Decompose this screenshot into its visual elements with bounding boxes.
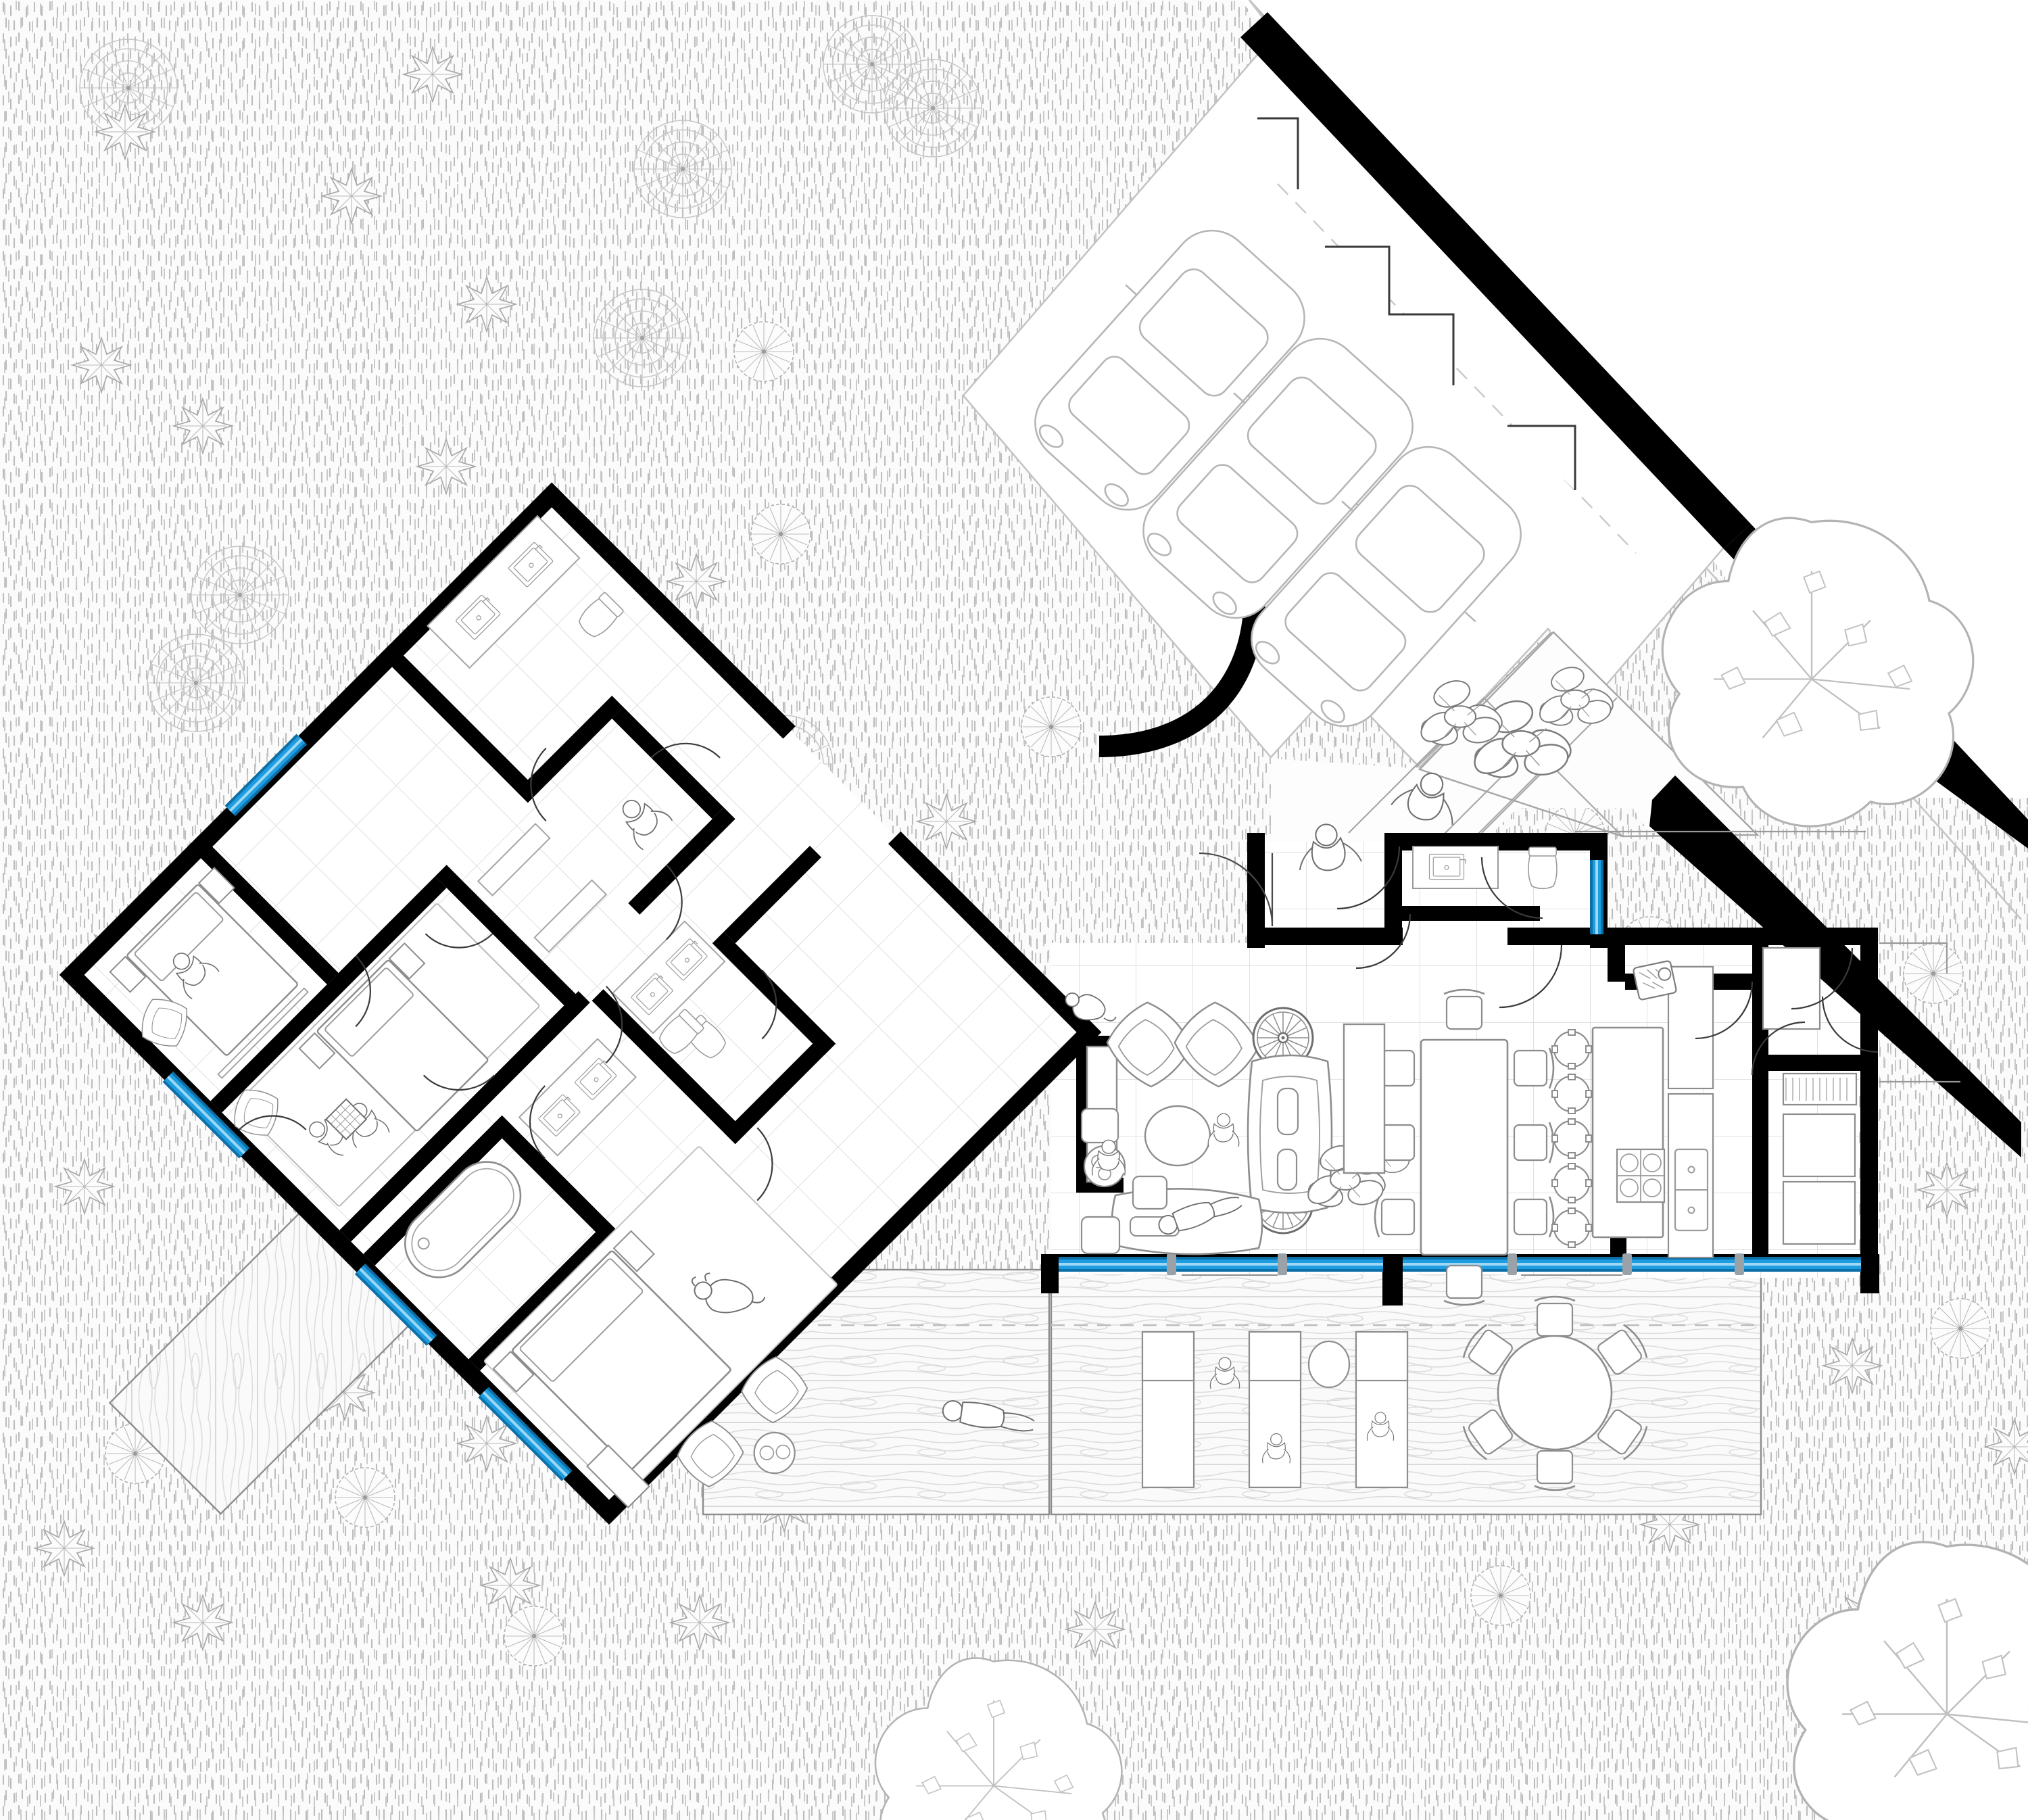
nightstand — [612, 1230, 655, 1272]
living-west-wall — [1247, 833, 1265, 860]
door-swing — [666, 864, 683, 940]
side-table-round — [1307, 1340, 1351, 1389]
dining-table — [1420, 1038, 1509, 1256]
south-glazing-wall[interactable] — [1059, 1253, 1861, 1275]
nightstand — [492, 1350, 535, 1393]
door-swing — [1480, 857, 1543, 919]
door-swing — [1821, 996, 1879, 1053]
laundry-fixtures — [1762, 947, 1858, 1245]
bath-3-fixtures — [612, 920, 731, 1063]
side-table-square — [1080, 1107, 1119, 1144]
side-table-square — [1132, 1175, 1168, 1210]
foyer-window[interactable] — [1590, 860, 1603, 934]
tree-large-southeast — [1786, 1541, 2028, 1820]
door-swing — [605, 986, 623, 1063]
curved-connector-wall — [1099, 460, 1265, 757]
glazing-mullion-posts — [1041, 1254, 1879, 1306]
sideboard — [1343, 1023, 1386, 1174]
door-swing — [529, 1085, 546, 1159]
gas-cooktop — [1616, 1148, 1666, 1203]
tree-large-east — [1661, 517, 1975, 828]
glazing-mullion — [1167, 1253, 1744, 1275]
side-table-square — [1080, 1216, 1121, 1255]
door-swing — [238, 1115, 307, 1130]
bedroom-wing-furniture — [109, 514, 838, 1509]
sun-lounger — [1355, 1331, 1409, 1489]
door-swing — [1499, 944, 1563, 1009]
door-swing — [1355, 913, 1411, 969]
powder-vanity — [1412, 846, 1499, 889]
powder-room-fixtures — [1412, 846, 1558, 890]
washing-machine — [1782, 1113, 1856, 1178]
bath-2-fixtures — [426, 514, 625, 669]
door-swing — [761, 969, 777, 1040]
closet-fittings — [477, 823, 608, 953]
outdoor-furniture — [940, 1295, 1651, 1491]
door-swing — [1199, 852, 1274, 927]
door-swing — [1695, 981, 1754, 1040]
door-swing — [1336, 846, 1401, 910]
bedroom-2-furniture — [109, 867, 309, 1079]
sun-lounger — [1141, 1331, 1195, 1489]
downpipe-marks — [1257, 117, 1576, 490]
door-swing — [530, 747, 547, 822]
door-swing — [425, 933, 493, 949]
dryer — [1782, 1180, 1856, 1245]
sofa-three-seat — [1247, 1054, 1333, 1214]
double-sink — [1674, 1148, 1709, 1232]
refrigerator — [1762, 947, 1821, 1030]
door-swing — [1751, 1021, 1806, 1076]
bathtub — [404, 1161, 522, 1278]
board-game — [324, 1098, 368, 1141]
door-swing — [756, 1127, 773, 1201]
door-swing — [1791, 947, 1854, 1010]
sun-lounger — [1248, 1331, 1302, 1489]
boundary-wall-southeast — [1649, 775, 2021, 1157]
wardrobe — [585, 1444, 650, 1509]
living-room-furniture — [1065, 992, 1415, 1255]
bedroom-wing-glazing[interactable] — [55, 734, 802, 1481]
round-side-table — [753, 1431, 796, 1475]
eave-outline — [1575, 830, 1960, 1083]
fruit-bowl — [1633, 960, 1677, 1001]
parked-cars — [1034, 229, 1522, 727]
kitchen-furniture — [1551, 960, 1714, 1259]
master-bath-fixtures — [404, 1007, 706, 1278]
dining-furniture — [1343, 988, 1555, 1306]
door-swing — [355, 955, 371, 1028]
door-swing — [650, 742, 721, 759]
tree-large-south — [874, 1657, 1123, 1820]
door-swing — [422, 1074, 496, 1091]
master-bedroom-furniture — [483, 1146, 838, 1509]
